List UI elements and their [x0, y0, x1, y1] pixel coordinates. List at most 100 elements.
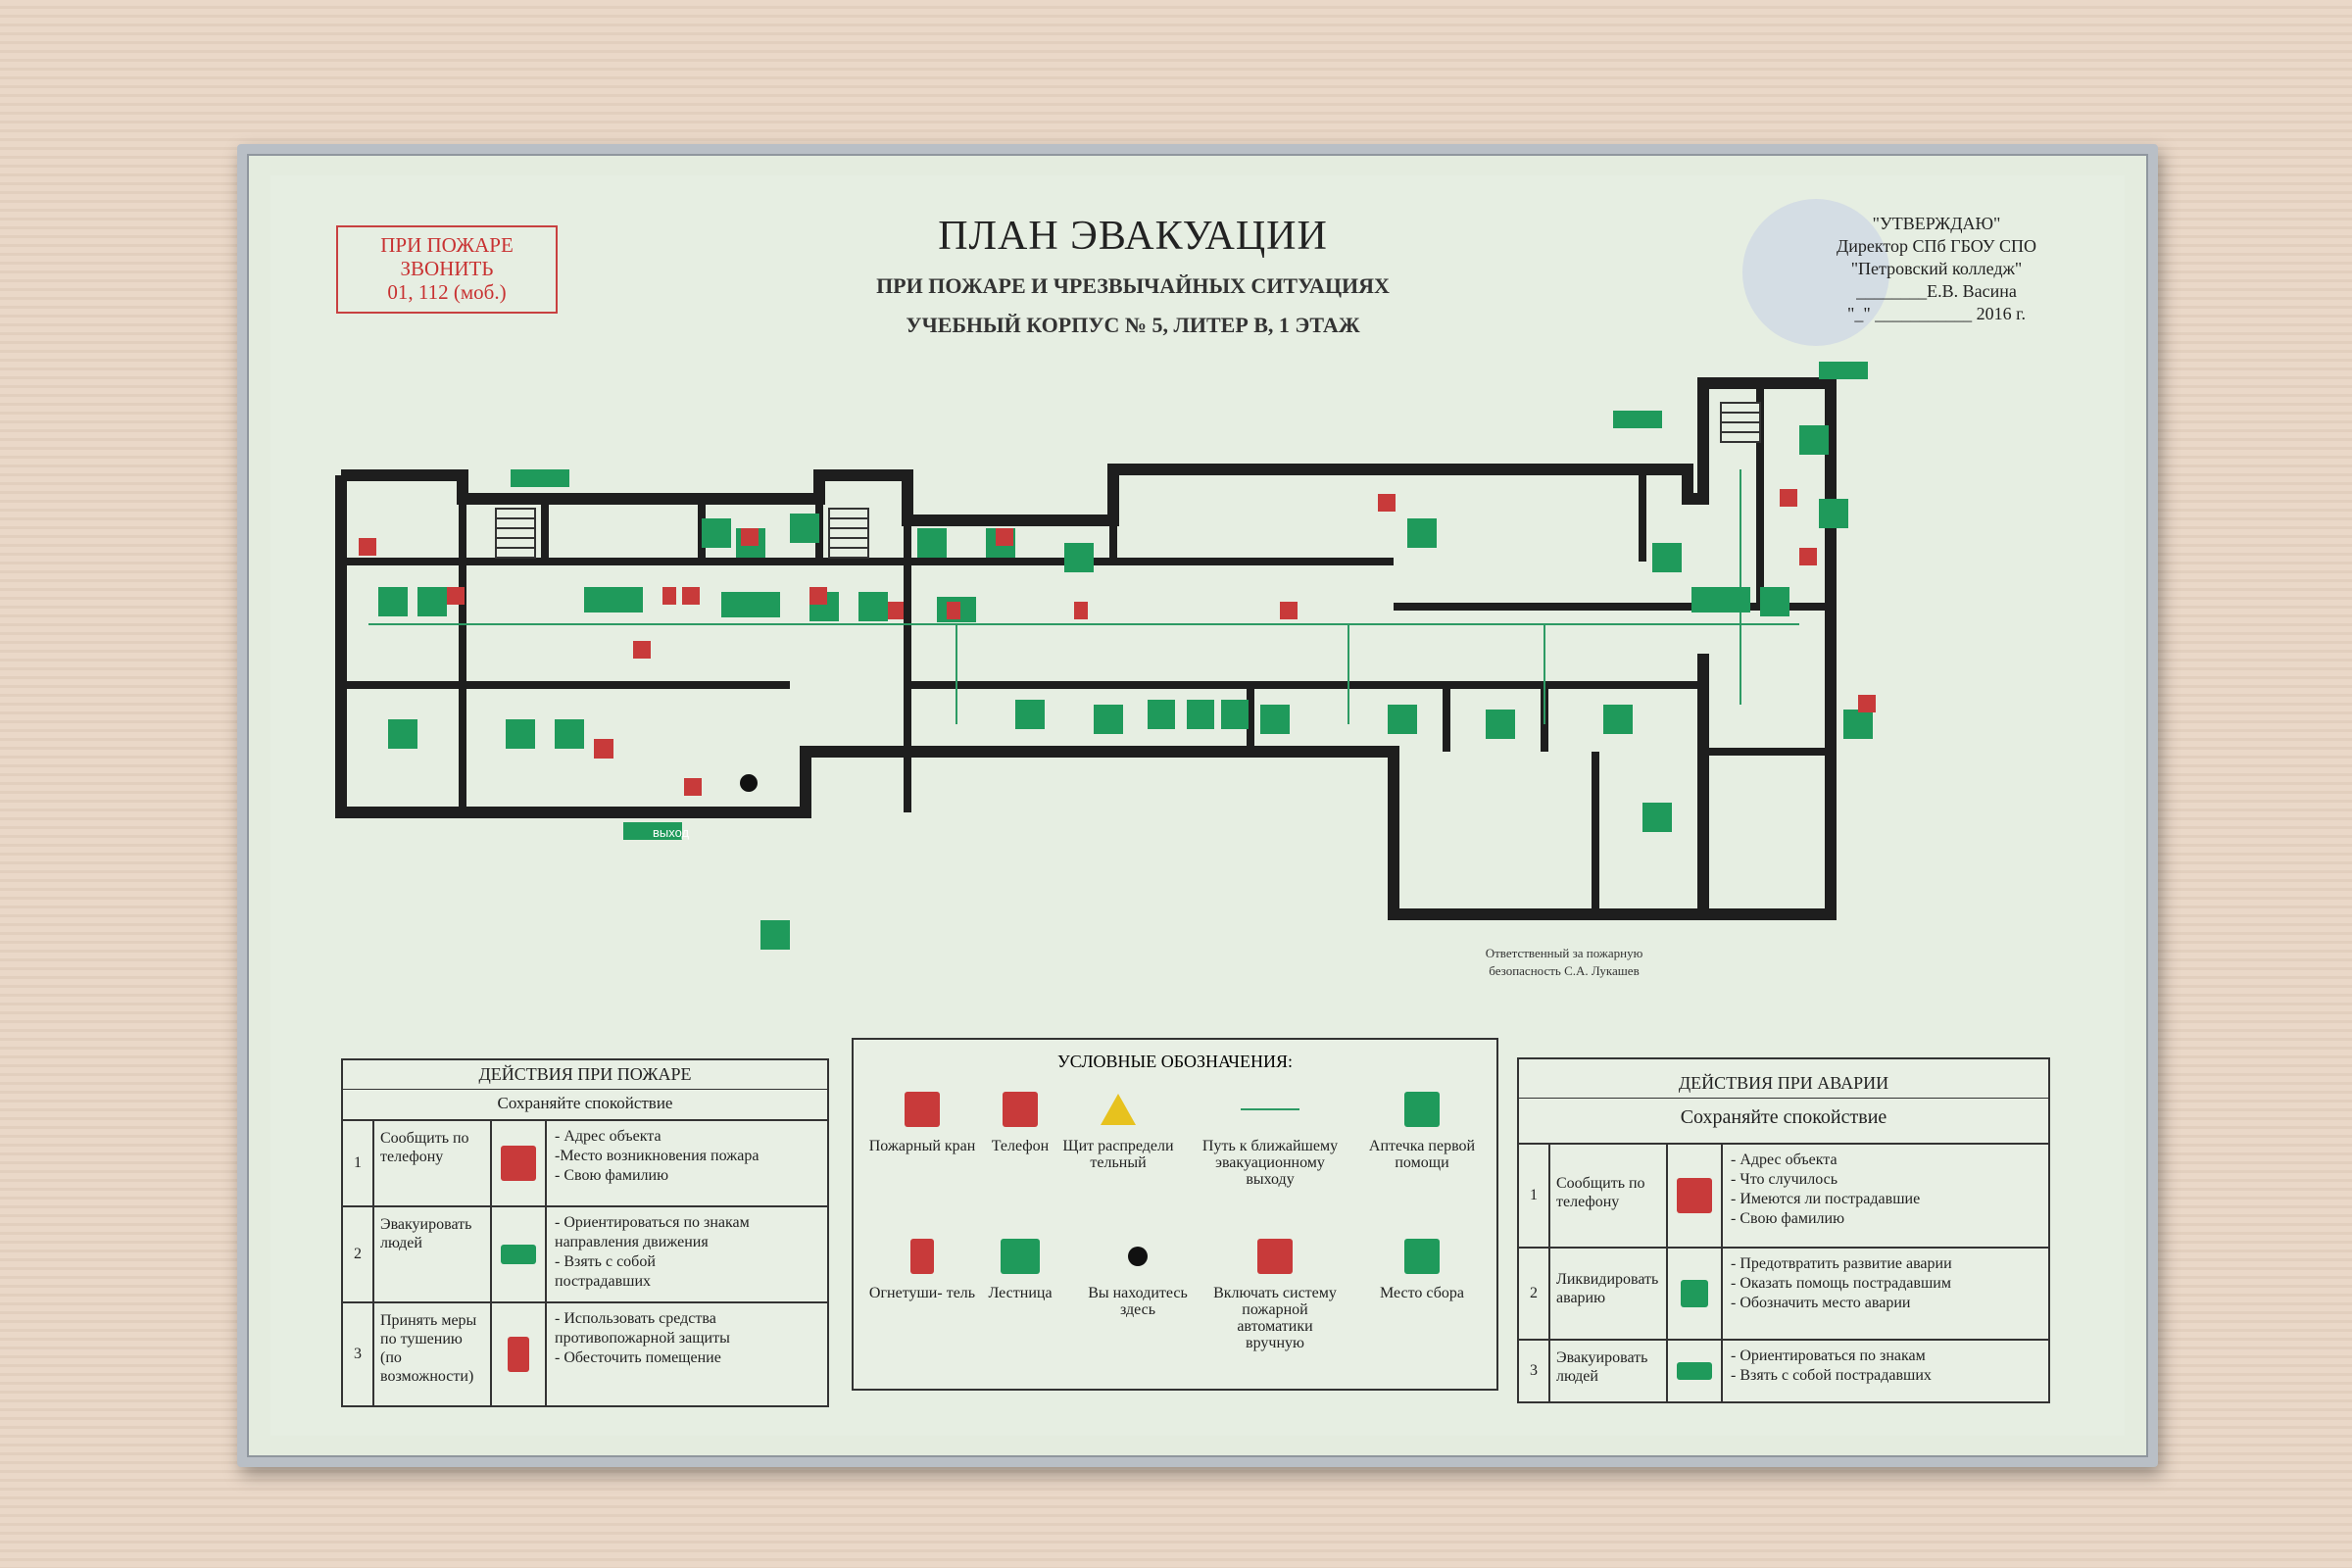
detail-line: - Обозначить место аварии [1731, 1295, 1911, 1311]
accident-action-row-2: 2 Ликвидировать аварию - Предотвратить р… [1519, 1249, 2048, 1341]
legend-label: Лестница [988, 1285, 1053, 1301]
detail-line: - Взять с собой пострадавших [1731, 1367, 1932, 1384]
phone-icon [492, 1121, 547, 1205]
legend-assembly: Место сбора [1363, 1236, 1481, 1301]
row-details: - Адрес объекта -Место возникновения пож… [547, 1121, 827, 1205]
exit-direction-signs [378, 362, 1873, 840]
plan-subtitle: ПРИ ПОЖАРЕ И ЧРЕЗВЫЧАЙНЫХ СИТУАЦИЯХ [876, 273, 1390, 298]
detail-line: - Свою фамилию [555, 1167, 669, 1184]
assembly-point-sign [760, 920, 790, 950]
legend-label: Аптечка первой помощи [1368, 1138, 1476, 1171]
row-details: - Использовать средства противопожарной … [547, 1303, 827, 1405]
stamp-mark [1742, 199, 1889, 346]
row-details: - Ориентироваться по знакам направления … [547, 1207, 827, 1301]
detail-line: пострадавших [555, 1273, 652, 1290]
fire-actions-table: ДЕЙСТВИЯ ПРИ ПОЖАРЕ Сохраняйте спокойств… [341, 1058, 829, 1407]
row-number: 3 [1519, 1341, 1550, 1401]
fire-action-row-1: 1 Сообщить по телефону - Адрес объекта -… [343, 1121, 827, 1207]
detail-line: - Обесточить помещение [555, 1349, 721, 1366]
alarm-button-icon [1211, 1236, 1339, 1277]
you-are-here-marker [740, 774, 758, 792]
legend-label: Телефон [991, 1138, 1050, 1154]
legend-stairs: Лестница [961, 1236, 1079, 1301]
extinguisher-icon [492, 1303, 547, 1405]
row-action: Сообщить по телефону [374, 1121, 492, 1205]
row-number: 3 [343, 1303, 374, 1405]
stairs-icon [495, 402, 1761, 559]
exit-label: выход [653, 825, 690, 840]
row-details: - Предотвратить развитие аварии - Оказат… [1723, 1249, 2048, 1339]
approval-line1: "УТВЕРЖДАЮ" [1872, 214, 2001, 233]
approval-line3: "Петровский колледж" [1850, 259, 2023, 278]
row-action: Эвакуировать людей [1550, 1341, 1668, 1401]
legend-table: УСЛОВНЫЕ ОБОЗНАЧЕНИЯ: Пожарный кран Теле… [852, 1038, 1498, 1391]
fire-equipment-signs [359, 489, 1876, 796]
fire-actions-title: ДЕЙСТВИЯ ПРИ ПОЖАРЕ [343, 1060, 827, 1090]
stairs-icon [961, 1236, 1079, 1277]
detail-line: - Использовать средства [555, 1310, 716, 1327]
first-aid-icon [1363, 1089, 1481, 1130]
plan-building-floor: УЧЕБНЫЙ КОРПУС № 5, ЛИТЕР В, 1 ЭТАЖ [906, 313, 1360, 337]
legend-hydrant: Пожарный кран [863, 1089, 981, 1154]
detail-line: -Место возникновения пожара [555, 1148, 760, 1164]
responsible-person: Ответственный за пожарную безопасность С… [1446, 945, 1682, 980]
first-aid-icon [1668, 1249, 1723, 1339]
legend-label: Огнетуши- тель [868, 1285, 976, 1301]
row-action: Принять меры по тушению (по возможности) [374, 1303, 492, 1405]
legend-phone: Телефон [961, 1089, 1079, 1154]
approval-line5: "_" ___________ 2016 г. [1846, 304, 2027, 323]
legend-panel: Щит распредели тельный [1059, 1089, 1177, 1171]
legend-label: Включать систему пожарной автоматики вру… [1213, 1285, 1337, 1351]
legend-title: УСЛОВНЫЕ ОБОЗНАЧЕНИЯ: [1057, 1052, 1293, 1071]
detail-line: - Ориентироваться по знакам [1731, 1348, 1926, 1364]
row-details: - Ориентироваться по знакам - Взять с со… [1723, 1341, 2048, 1401]
path-line-icon [1197, 1089, 1344, 1130]
electric-panel-icon [1059, 1089, 1177, 1130]
fire-action-row-3: 3 Принять меры по тушению (по возможност… [343, 1303, 827, 1405]
approval-line2: Директор СПб ГБОУ СПО [1836, 236, 2037, 256]
responsible-line2: безопасность С.А. Лукашев [1489, 963, 1640, 978]
accident-actions-subtitle: Сохраняйте спокойствие [1519, 1099, 2048, 1145]
legend-label: Вы находитесь здесь [1088, 1285, 1188, 1318]
accident-action-row-1: 1 Сообщить по телефону - Адрес объекта -… [1519, 1145, 2048, 1249]
accident-actions-title: ДЕЙСТВИЯ ПРИ АВАРИИ [1519, 1059, 2048, 1099]
detail-line: - Оказать помощь пострадавшим [1731, 1275, 1951, 1292]
legend-label: Путь к ближайшему эвакуационному выходу [1201, 1138, 1339, 1188]
call-box-line1: ПРИ ПОЖАРЕ [380, 233, 514, 257]
approval-line4: ________Е.В. Васина [1856, 281, 2017, 301]
row-action: Эвакуировать людей [374, 1207, 492, 1301]
legend-path: Путь к ближайшему эвакуационному выходу [1197, 1089, 1344, 1188]
detail-line: - Адрес объекта [1731, 1152, 1838, 1168]
evacuation-plan-sheet: ПРИ ПОЖАРЕ ЗВОНИТЬ 01, 112 (моб.) ПЛАН Э… [270, 175, 2125, 1436]
legend-label: Место сбора [1380, 1285, 1464, 1301]
fire-actions-subtitle: Сохраняйте спокойствие [343, 1090, 827, 1121]
responsible-line1: Ответственный за пожарную [1485, 946, 1643, 960]
extinguisher-icon [863, 1236, 981, 1277]
detail-line: - Свою фамилию [1731, 1210, 1845, 1227]
row-number: 2 [1519, 1249, 1550, 1339]
detail-line: - Имеются ли пострадавшие [1731, 1191, 1921, 1207]
row-details: - Адрес объекта - Что случилось - Имеютс… [1723, 1145, 2048, 1247]
detail-line: - Ориентироваться по знакам [555, 1214, 750, 1231]
detail-line: направления движения [555, 1234, 709, 1250]
hydrant-icon [863, 1089, 981, 1130]
call-box-line3: 01, 112 (моб.) [387, 280, 507, 304]
emergency-call-box: ПРИ ПОЖАРЕ ЗВОНИТЬ 01, 112 (моб.) [336, 225, 558, 314]
detail-line: - Что случилось [1731, 1171, 1838, 1188]
legend-label: Щит распредели тельный [1062, 1138, 1174, 1171]
accident-action-row-3: 3 Эвакуировать людей - Ориентироваться п… [1519, 1341, 2048, 1401]
legend-extinguisher: Огнетуши- тель [863, 1236, 981, 1301]
evacuation-plan-frame: ПРИ ПОЖАРЕ ЗВОНИТЬ 01, 112 (моб.) ПЛАН Э… [237, 144, 2158, 1467]
legend-first-aid: Аптечка первой помощи [1363, 1089, 1481, 1171]
legend-label: Пожарный кран [868, 1138, 976, 1154]
approval-block: "УТВЕРЖДАЮ" Директор СПб ГБОУ СПО "Петро… [1742, 199, 2093, 346]
row-action: Ликвидировать аварию [1550, 1249, 1668, 1339]
detail-line: - Предотвратить развитие аварии [1731, 1255, 1952, 1272]
fire-action-row-2: 2 Эвакуировать людей - Ориентироваться п… [343, 1207, 827, 1303]
row-number: 2 [343, 1207, 374, 1301]
row-number: 1 [1519, 1145, 1550, 1247]
walls [335, 377, 1837, 920]
accident-actions-table: ДЕЙСТВИЯ ПРИ АВАРИИ Сохраняйте спокойств… [1517, 1057, 2050, 1403]
row-number: 1 [343, 1121, 374, 1205]
exit-sign-icon [492, 1207, 547, 1301]
